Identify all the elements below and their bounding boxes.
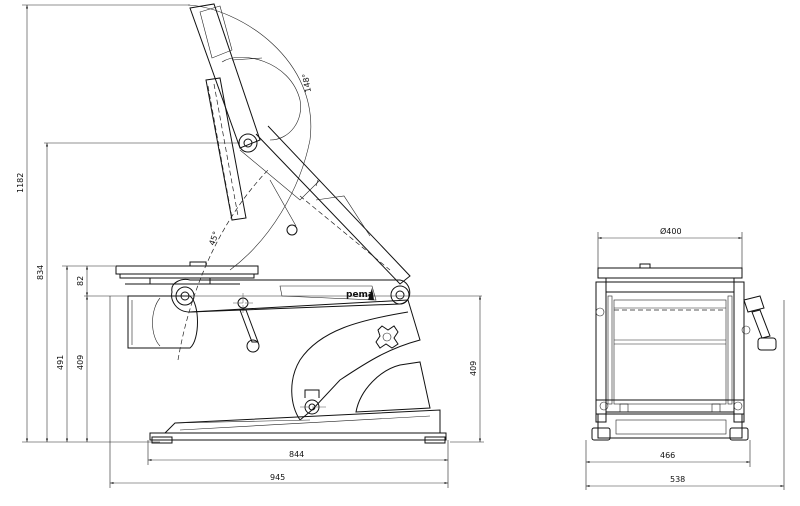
dim-height-table: 409 [76,355,85,370]
base-plate [149,409,447,444]
dim-table-diameter: Ø400 [660,226,682,236]
vertical-dimensions [22,4,484,443]
angle-open-label: 148° [301,73,313,94]
brand-label: pema [346,290,374,300]
pivot-arm: pema [171,279,411,313]
front-frames [591,281,777,441]
angle-arc-label: 45° [207,230,220,246]
dim-width-total: 945 [270,473,285,482]
front-view: Ø400 [585,226,785,490]
front-table [597,263,743,283]
dim-width-base: 844 [289,450,304,459]
dim-front-width-total: 538 [670,475,685,484]
dim-height-axis: 834 [36,265,45,280]
dim-offset-small: 82 [76,276,85,286]
rotary-table [115,261,259,285]
dim-front-width-base: 466 [660,451,675,460]
opened-arm [189,3,411,285]
dim-height-table-right: 409 [469,361,478,376]
front-horizontal-dimensions: 466 538 [585,300,785,490]
drum [127,295,198,349]
horizontal-dimensions: 844 945 [109,296,449,488]
frame-body [189,299,431,421]
vertical-dimension-labels: 1182 834 491 82 409 409 [16,173,478,376]
swing-arcs: 45° 148° [177,4,313,361]
dim-height-top: 491 [56,355,65,370]
side-view: 1182 834 491 82 409 409 844 945 [16,3,484,488]
dim-height-total: 1182 [16,173,25,193]
diameter-dimension: Ø400 [597,226,743,268]
